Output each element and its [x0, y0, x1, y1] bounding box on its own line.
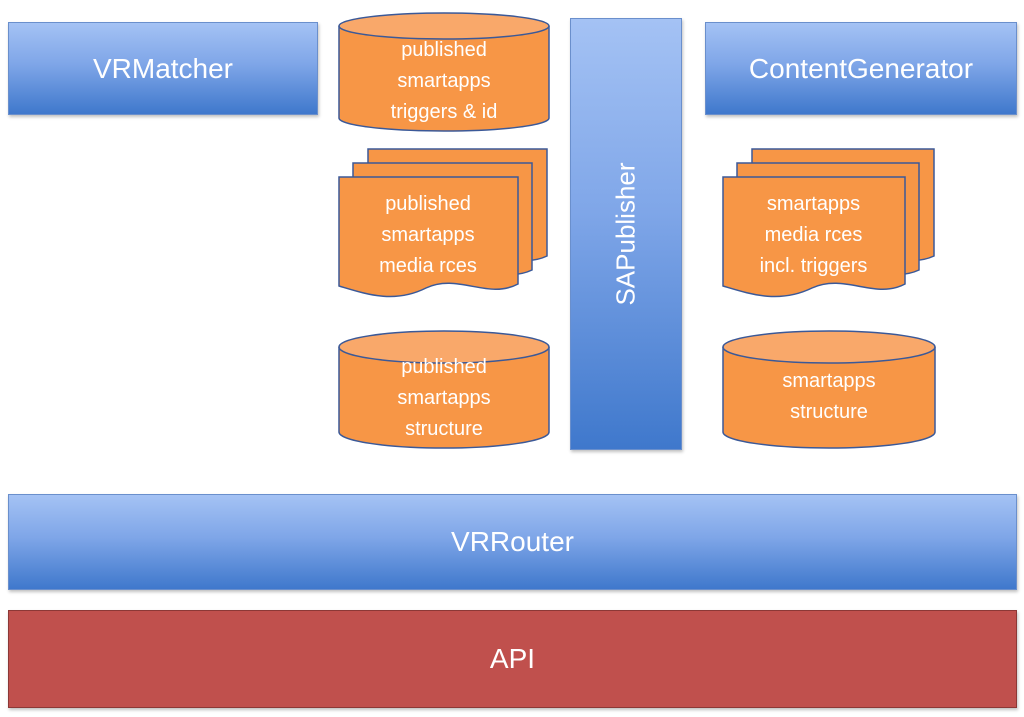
- vrmatcher-box: VRMatcher: [8, 22, 318, 115]
- smartapps-media-documents: smartapps media rces incl. triggers: [722, 148, 936, 303]
- published-structure-line-2: smartapps: [397, 386, 491, 409]
- published-structure-database: published smartapps structure: [338, 330, 550, 450]
- api-label: API: [489, 643, 536, 674]
- vrrouter-label: VRRouter: [451, 526, 574, 557]
- vrmatcher-label: VRMatcher: [92, 52, 234, 84]
- published-triggers-line-1: published: [401, 38, 487, 61]
- api-box: API: [8, 610, 1017, 708]
- document-stack-icon: [338, 148, 548, 298]
- published-media-line-3: media rces: [379, 255, 477, 277]
- vrrouter-box: VRRouter: [8, 494, 1017, 590]
- content-generator-box: ContentGenerator: [705, 22, 1017, 115]
- published-triggers-line-3: triggers & id: [390, 100, 498, 123]
- published-media-documents: published smartapps media rces: [338, 148, 550, 303]
- content-generator-label: ContentGenerator: [748, 52, 974, 84]
- database-cylinder-icon: [338, 12, 550, 132]
- document-stack-icon: [722, 148, 935, 298]
- sapublisher-box: SAPublisher: [570, 18, 682, 450]
- smartapps-media-line-3: incl. triggers: [759, 255, 868, 277]
- sapublisher-label: SAPublisher: [610, 162, 641, 306]
- smartapps-media-line-2: media rces: [764, 224, 863, 246]
- smartapps-media-line-1: smartapps: [766, 193, 861, 215]
- published-triggers-line-2: smartapps: [397, 69, 491, 92]
- smartapps-structure-line-2: structure: [790, 401, 868, 423]
- smartapps-structure-line-1: smartapps: [782, 370, 876, 392]
- published-media-line-1: published: [385, 193, 471, 215]
- published-media-line-2: smartapps: [381, 224, 475, 246]
- database-cylinder-icon: [722, 330, 936, 449]
- database-cylinder-icon: [338, 330, 550, 449]
- published-structure-line-3: structure: [405, 417, 483, 440]
- published-structure-line-1: published: [401, 355, 487, 378]
- smartapps-structure-database: smartapps structure: [722, 330, 936, 450]
- published-triggers-database: published smartapps triggers & id: [338, 12, 550, 132]
